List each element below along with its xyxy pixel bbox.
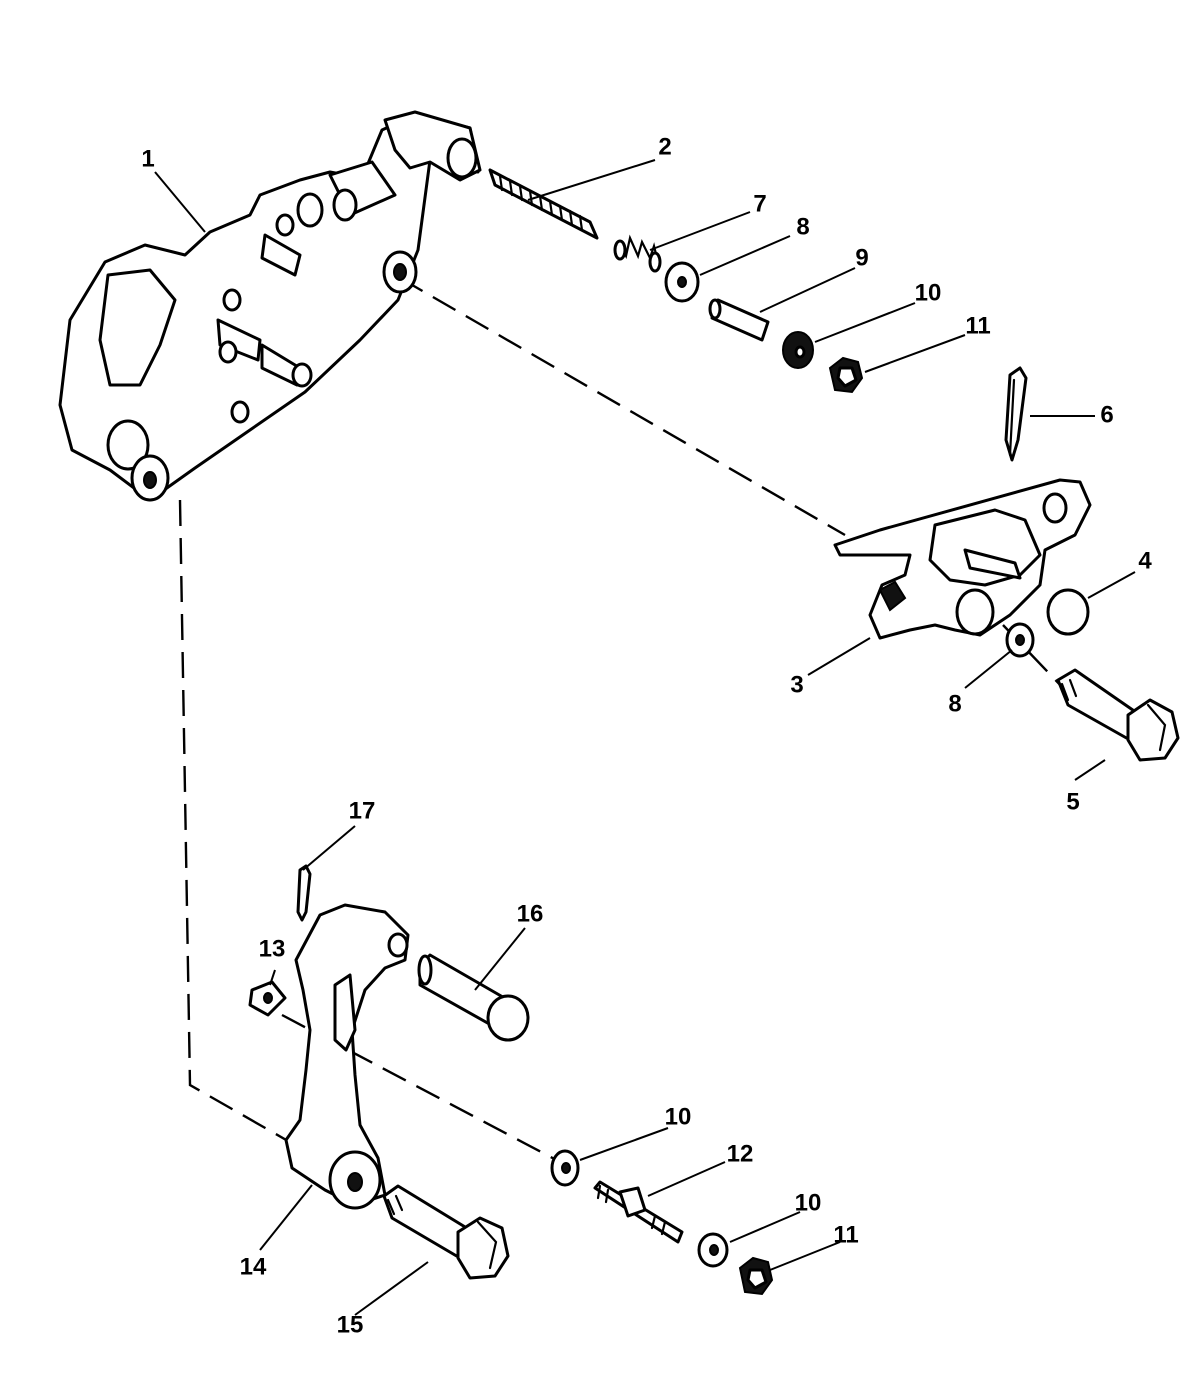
nut-part-11-upper [828,356,864,394]
callout-11: 11 [833,1221,858,1248]
callout-10: 10 [915,279,942,306]
callout-14: 14 [240,1253,267,1280]
callout-8: 8 [948,690,961,717]
callout-10: 10 [665,1103,692,1130]
callout-13: 13 [259,935,286,962]
nut-part-11-lower [738,1256,774,1296]
callout-7: 7 [753,190,766,217]
callout-12: 12 [727,1140,754,1167]
callout-2: 2 [658,133,671,160]
bushing-part-4 [1046,588,1090,636]
stud-part-2 [488,168,599,240]
callout-10: 10 [795,1189,822,1216]
callout-6: 6 [1100,401,1113,428]
callout-1: 1 [141,145,154,172]
pin-part-16 [417,953,530,1042]
sleeve-part-9 [708,298,770,342]
lever-arm-part-14 [284,903,410,1210]
callout-11: 11 [965,312,990,339]
callout-numbers: 1 2 3 4 5 6 7 8 8 9 10 10 10 11 11 12 13… [141,133,1152,1338]
fitting-part-13 [248,980,287,1017]
cotter-pin-part-6 [1004,366,1028,462]
washer-part-10-lower [697,1232,729,1268]
callout-5: 5 [1066,788,1079,815]
washer-part-10-upper [782,331,814,369]
callout-4: 4 [1138,547,1152,574]
callout-9: 9 [855,244,868,271]
callout-15: 15 [337,1311,364,1338]
bolt-part-5 [1056,668,1180,762]
bolt-part-15 [382,1184,510,1280]
washer-part-10-middle [550,1149,580,1187]
cotter-pin-part-17 [296,864,312,922]
shift-lever-part-3 [833,478,1092,640]
bracket-part-1 [58,110,482,502]
leader-lines [154,159,1136,1316]
spring-part-7 [613,234,662,273]
callout-3: 3 [790,671,803,698]
callout-17: 17 [349,797,376,824]
washer-part-8-upper [664,261,700,303]
callout-8: 8 [796,213,809,240]
stud-part-12 [593,1180,684,1244]
washer-part-8-lower [1005,622,1035,658]
callout-16: 16 [517,900,544,927]
